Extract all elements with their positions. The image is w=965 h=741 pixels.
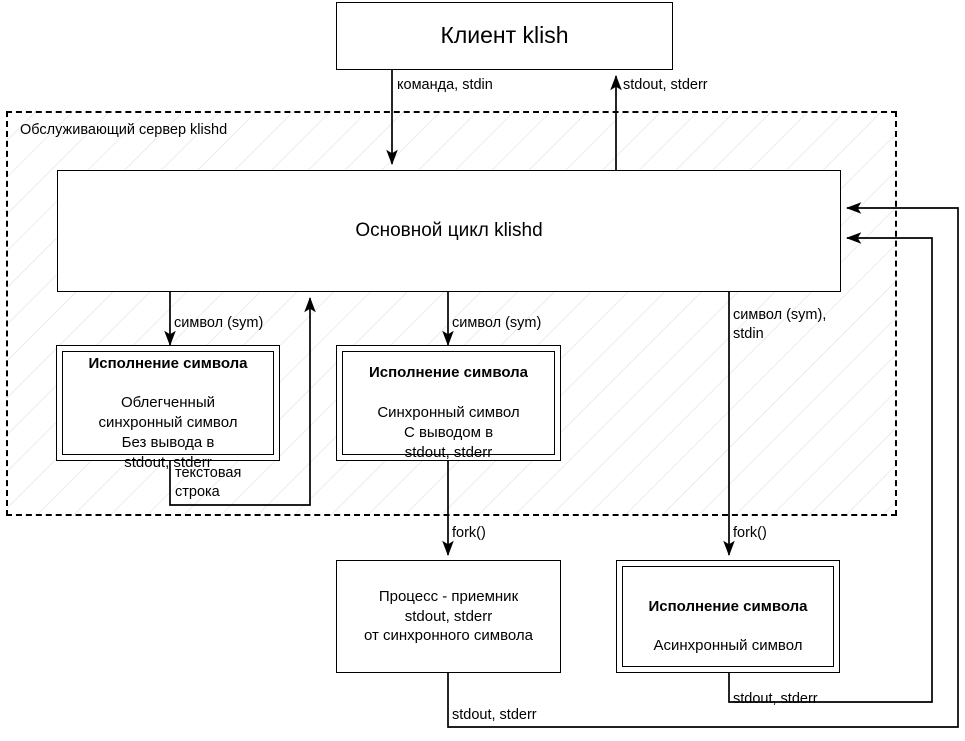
edge-label-stdout-stderr-async: stdout, stderr <box>733 691 818 707</box>
async-symbol-text: Исполнение символа Асинхронный символ <box>648 577 807 656</box>
edge-label-symbol-left: символ (sym) <box>174 315 264 331</box>
edge-label-stdout-stderr-to-client: stdout, stderr <box>623 77 708 93</box>
sync-output-symbol-box[interactable]: Исполнение символа Синхронный символ С в… <box>336 345 561 461</box>
sync-output-symbol-head: Исполнение символа <box>368 364 529 382</box>
async-symbol-box[interactable]: Исполнение символа Асинхронный символ <box>616 560 840 673</box>
light-sync-symbol-body: Облегченный синхронный символ Без вывода… <box>98 394 238 471</box>
klishd-server-region <box>6 111 897 516</box>
edge-label-fork-middle: fork() <box>452 525 486 541</box>
edge-label-symbol-stdin-right: символ (sym), stdin <box>733 307 827 342</box>
main-loop-box-label: Основной цикл klishd <box>355 220 543 242</box>
client-box[interactable]: Клиент klish <box>336 2 673 70</box>
edge-label-command-stdin: команда, stdin <box>397 77 493 93</box>
receiver-process-box[interactable]: Процесс - приемник stdout, stderr от син… <box>336 560 561 673</box>
edge-label-stdout-stderr-receiver: stdout, stderr <box>452 707 537 723</box>
receiver-process-text: Процесс - приемник stdout, stderr от син… <box>363 587 534 645</box>
light-sync-symbol-inner: Исполнение символа Облегченный синхронны… <box>62 351 274 471</box>
klishd-server-region-label: Обслуживающий сервер klishd <box>20 122 228 138</box>
edge-label-text-line: текстовая строка <box>175 465 242 500</box>
main-loop-box[interactable]: Основной цикл klishd <box>57 170 841 292</box>
light-sync-symbol-box[interactable]: Исполнение символа Облегченный синхронны… <box>56 345 280 471</box>
async-symbol-inner: Исполнение символа Асинхронный символ <box>622 566 834 667</box>
sync-output-symbol-inner: Исполнение символа Синхронный символ С в… <box>342 351 555 461</box>
light-sync-symbol-head: Исполнение символа <box>88 354 248 372</box>
sync-output-symbol-body: Синхронный символ С выводом в stdout, st… <box>377 404 520 461</box>
edge-label-fork-right: fork() <box>733 525 767 541</box>
light-sync-symbol-text: Исполнение символа Облегченный синхронны… <box>88 334 247 473</box>
sync-output-symbol-text: Исполнение символа Синхронный символ С в… <box>369 344 528 463</box>
client-box-label: Клиент klish <box>440 22 569 49</box>
async-symbol-head: Исполнение символа <box>648 597 808 615</box>
edge-label-symbol-middle: символ (sym) <box>452 315 542 331</box>
async-symbol-body: Асинхронный символ <box>653 637 803 655</box>
